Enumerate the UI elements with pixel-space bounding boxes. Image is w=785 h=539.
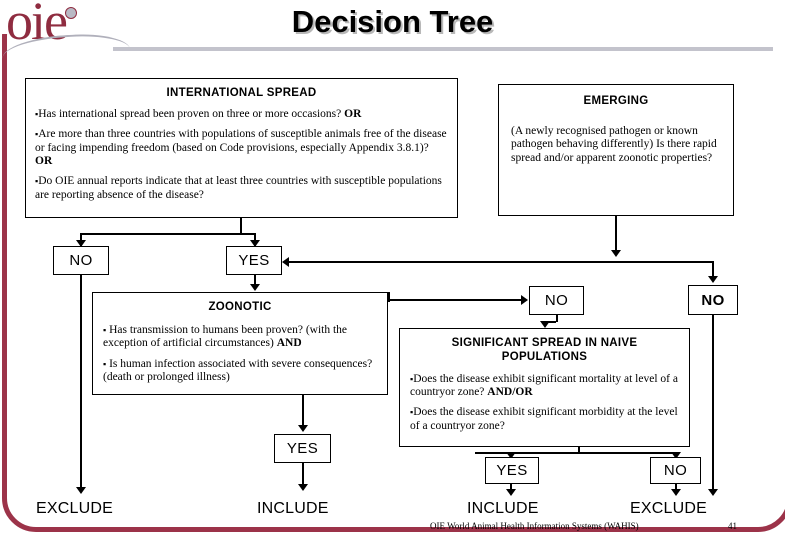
outcome-include-right: INCLUDE (467, 500, 539, 517)
decision-significant-no[interactable]: NO (650, 457, 701, 484)
bullet-item: ▪Do OIE annual reports indicate that at … (35, 175, 442, 201)
node-emerging-title: EMERGING (583, 95, 649, 107)
arrowhead-right-no (708, 276, 718, 283)
decision-zoonotic-no[interactable]: NO (529, 286, 584, 315)
oie-logo: oie (1, 0, 131, 61)
arrowhead-include-left (298, 484, 308, 491)
node-zoonotic-title: ZOONOTIC (208, 301, 272, 313)
node-significant-spread: SIGNIFICANT SPREAD IN NAIVE POPULATIONS … (399, 328, 690, 447)
bullet-item: ▪Has international spread been proven on… (35, 108, 362, 120)
page-number: 41 (728, 521, 737, 531)
arrowhead-exclude-left (76, 487, 86, 494)
node-significant-spread-title: SIGNIFICANT SPREAD IN NAIVE POPULATIONS (451, 337, 638, 364)
connector-intl-down (240, 218, 242, 234)
arrowhead-include-right (506, 489, 516, 496)
footer-text: OIE World Animal Health Information Syst… (430, 521, 639, 531)
connector-to-no-left (80, 233, 82, 246)
connector-no-mid-down (556, 315, 558, 322)
title-underline (113, 47, 773, 51)
bullet-item: ▪Does the disease exhibit significant mo… (410, 372, 678, 399)
arrowhead-sig-yes (506, 452, 516, 459)
page-title: Decision Tree (291, 4, 494, 39)
connector-zoonotic-down (302, 395, 304, 427)
oie-logo-text: oie (6, 0, 68, 51)
decision-spread-yes[interactable]: YES (226, 246, 282, 275)
node-international-spread: INTERNATIONAL SPREAD ▪Has international … (25, 78, 458, 218)
connector-to-yes (254, 233, 256, 246)
outcome-include-left: INCLUDE (257, 500, 329, 517)
connector-bar-to-right-no (712, 261, 714, 278)
bullet-item: ▪Does the disease exhibit significant mo… (410, 406, 678, 432)
arrowhead-exclude-right-a (671, 489, 681, 496)
connector-emerging-down (615, 216, 617, 254)
outcome-exclude-left: EXCLUDE (36, 500, 113, 517)
arrowhead-exclude-right-b (708, 489, 718, 496)
node-significant-spread-body: ▪Does the disease exhibit significant mo… (410, 373, 679, 433)
connector-yes-down (254, 275, 256, 287)
node-emerging: EMERGING (A newly recognised pathogen or… (498, 84, 734, 216)
arrowhead-zoonotic-no (521, 295, 528, 305)
connector-sig-no-exclude (675, 484, 677, 492)
decision-spread-yes-label: YES (238, 252, 270, 269)
node-zoonotic: ZOONOTIC ▪ Has transmission to humans be… (92, 292, 388, 395)
frame-top-mask (0, 0, 785, 34)
outcome-exclude-right: EXCLUDE (630, 500, 707, 517)
connector-significant-stub (578, 447, 580, 453)
connector-zoonotic-to-no (388, 299, 522, 301)
arrowhead-to-no-left (76, 240, 86, 247)
decision-zoonotic-yes-label: YES (286, 440, 319, 457)
bullet-item: ▪Are more than three countries with popu… (35, 128, 447, 167)
node-zoonotic-body: ▪ Has transmission to humans been proven… (103, 324, 377, 384)
bullet-item: ▪ Has transmission to humans been proven… (103, 324, 348, 350)
arrowhead-into-zoonotic (250, 284, 260, 291)
arrowhead-sig-no (671, 452, 681, 459)
emerging-text: (A newly recognised pathogen or known pa… (511, 125, 717, 164)
decision-significant-no-label: NO (663, 462, 688, 479)
connector-significant-split (475, 452, 676, 454)
decision-zoonotic-no-label: NO (544, 292, 569, 309)
connector-zoonotic-right-stub (388, 292, 390, 302)
decision-significant-yes[interactable]: YES (485, 457, 539, 484)
arrowhead-into-yes (282, 257, 289, 267)
node-international-spread-body: ▪Has international spread been proven on… (35, 108, 448, 202)
decision-spread-no-label: NO (69, 252, 93, 269)
connector-sig-yes-include (510, 484, 512, 492)
connector-right-no-exclude (712, 315, 714, 492)
connector-no-left-down (80, 275, 82, 490)
decision-spread-no[interactable]: NO (53, 246, 109, 275)
connector-emerging-bar (288, 261, 712, 263)
decision-zoonotic-yes[interactable]: YES (274, 434, 331, 463)
globe-icon (65, 7, 77, 19)
arrowhead-emerging-down (611, 250, 621, 257)
bullet-item: ▪ Is human infection associated with sev… (103, 357, 373, 383)
connector-intl-split (80, 233, 256, 235)
node-international-spread-title: INTERNATIONAL SPREAD (166, 87, 317, 99)
decision-emerging-no-label: NO (701, 291, 725, 309)
arrowhead-into-significant (540, 321, 550, 328)
decision-emerging-no[interactable]: NO (688, 285, 738, 315)
connector-yes-include (302, 463, 304, 487)
node-emerging-body: (A newly recognised pathogen or known pa… (511, 125, 721, 165)
arrowhead-to-yes (250, 240, 260, 247)
decision-significant-yes-label: YES (496, 462, 528, 479)
slide-header: oie Decision Tree (0, 0, 785, 62)
arrowhead-zoonotic-yes (298, 425, 308, 432)
connector-no-mid-bar (544, 321, 556, 323)
frame-right-mask (779, 0, 785, 14)
